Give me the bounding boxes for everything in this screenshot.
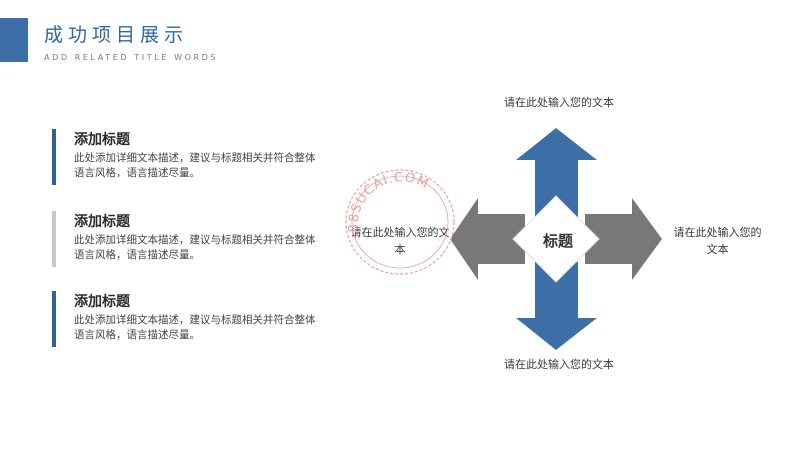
- page-subtitle: ADD RELATED TITLE WORDS: [44, 53, 219, 62]
- header-accent-block: [0, 18, 28, 62]
- item-description: 此处添加详细文本描述，建议与标题相关并符合整体语言风格，语言描述尽量。: [74, 314, 316, 341]
- item-description: 此处添加详细文本描述，建议与标题相关并符合整体语言风格，语言描述尽量。: [74, 234, 316, 261]
- center-diamond: [512, 195, 600, 283]
- item-accent-bar: [52, 211, 56, 267]
- item-title: 添加标题: [74, 294, 130, 310]
- page-title: 成功项目展示: [44, 24, 189, 46]
- arrow-right: [585, 198, 662, 280]
- item-accent-bar: [52, 129, 56, 185]
- item-description: 此处添加详细文本描述，建议与标题相关并符合整体语言风格，语言描述尽量。: [74, 152, 316, 179]
- list-item: 添加标题 此处添加详细文本描述，建议与标题相关并符合整体语言风格，语言描述尽量。: [52, 211, 352, 267]
- right-arrow-label: 请在此处输入您的文本: [673, 226, 762, 256]
- item-title: 添加标题: [74, 132, 130, 148]
- top-arrow-label: 请在此处输入您的文本: [504, 96, 614, 109]
- list-item: 添加标题 此处添加详细文本描述，建议与标题相关并符合整体语言风格，语言描述尽量。: [52, 129, 352, 185]
- list-item: 添加标题 此处添加详细文本描述，建议与标题相关并符合整体语言风格，语言描述尽量。: [52, 291, 352, 347]
- left-arrow-label: 请在此处输入您的文本: [350, 226, 450, 256]
- arrow-left: [450, 198, 525, 280]
- item-title: 添加标题: [74, 214, 130, 230]
- bottom-arrow-label: 请在此处输入您的文本: [504, 358, 614, 371]
- center-label: 标题: [542, 232, 574, 250]
- item-accent-bar: [52, 291, 56, 347]
